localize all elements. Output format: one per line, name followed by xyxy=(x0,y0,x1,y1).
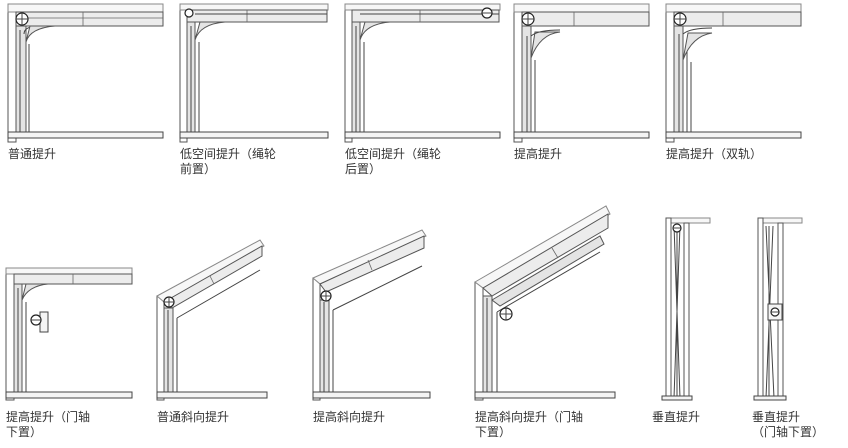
caption-high-inclined-lift-low-shaft: 提高斜向提升（门轴 下置） xyxy=(475,410,583,440)
caption-line2: 下置） xyxy=(6,425,43,439)
figure-low-headroom-front xyxy=(179,3,329,143)
caption-high-lift-double-track: 提高提升（双轨） xyxy=(666,147,762,162)
caption-high-lift-low-shaft: 提高提升（门轴 下置） xyxy=(6,410,90,440)
caption-vertical-lift-low-shaft: 垂直提升 （门轴下置） xyxy=(752,410,824,440)
figure-standard-inclined-lift xyxy=(156,239,268,401)
figure-high-lift-low-shaft xyxy=(5,267,133,401)
figure-standard-lift xyxy=(7,3,164,143)
caption-line1: 普通提升 xyxy=(8,147,57,161)
caption-line2: 前置） xyxy=(180,162,217,176)
caption-line1: 提高斜向提升（门轴 xyxy=(475,410,584,424)
figure-low-headroom-rear xyxy=(344,3,501,143)
caption-line1: 低空间提升（绳轮 xyxy=(345,147,442,161)
caption-line2: 后置） xyxy=(345,162,382,176)
caption-standard-lift: 普通提升 xyxy=(8,147,56,162)
caption-standard-inclined-lift: 普通斜向提升 xyxy=(157,410,229,425)
caption-line1: 提高提升 xyxy=(514,147,563,161)
caption-line2: （门轴下置） xyxy=(752,425,825,439)
caption-line1: 提高斜向提升 xyxy=(313,410,386,424)
caption-line1: 垂直提升 xyxy=(652,410,701,424)
caption-high-inclined-lift: 提高斜向提升 xyxy=(313,410,385,425)
caption-line1: 提高提升（双轨） xyxy=(666,147,763,161)
figure-vertical-lift-low-shaft xyxy=(753,217,803,401)
caption-line1: 提高提升（门轴 xyxy=(6,410,91,424)
caption-line2: 下置） xyxy=(475,425,512,439)
figure-high-inclined-lift xyxy=(312,229,431,401)
figure-vertical-lift xyxy=(661,217,711,401)
figure-high-lift-double-track xyxy=(665,3,802,143)
caption-vertical-lift: 垂直提升 xyxy=(652,410,700,425)
caption-high-lift: 提高提升 xyxy=(514,147,562,162)
caption-line1: 普通斜向提升 xyxy=(157,410,230,424)
figure-high-inclined-lift-low-shaft xyxy=(474,205,616,401)
pulley-icon xyxy=(184,8,194,18)
caption-line1: 垂直提升 xyxy=(752,410,801,424)
caption-low-headroom-rear: 低空间提升（绳轮 后置） xyxy=(345,147,441,177)
caption-line1: 低空间提升（绳轮 xyxy=(180,147,277,161)
figure-high-lift xyxy=(513,3,650,143)
caption-low-headroom-front: 低空间提升（绳轮 前置） xyxy=(180,147,276,177)
